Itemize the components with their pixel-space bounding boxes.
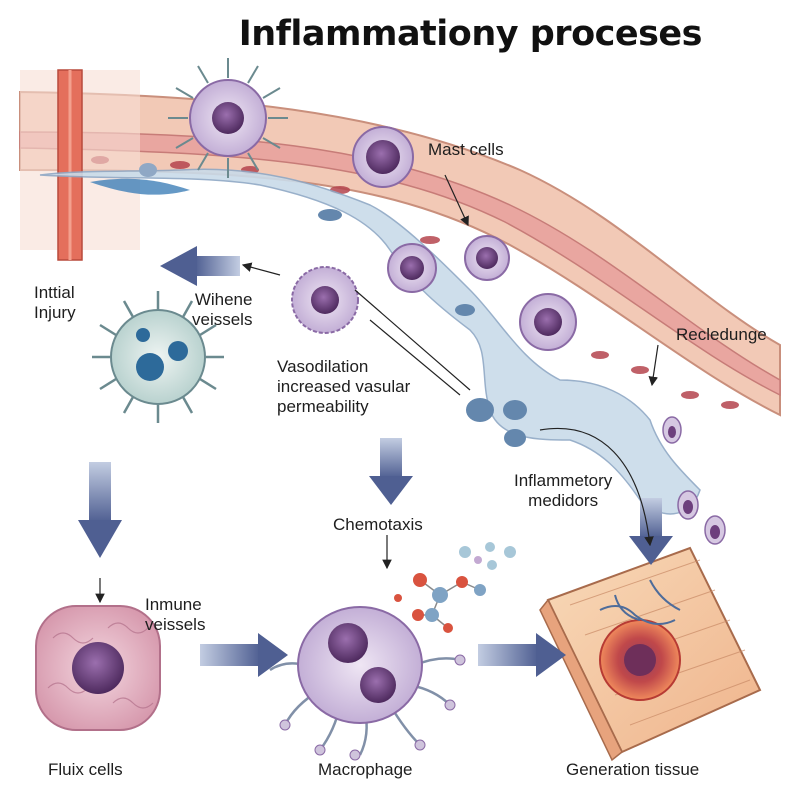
arrow-left-top bbox=[160, 246, 240, 286]
label-generation-tissue: Generation tissue bbox=[566, 760, 700, 779]
mast-cell bbox=[352, 126, 414, 188]
label-wihene-veissels: Wihene veissels bbox=[192, 290, 253, 329]
arrow-right-1 bbox=[200, 633, 288, 677]
label-recledunge: Recledunge bbox=[676, 325, 767, 344]
neutrophil-cell bbox=[92, 291, 224, 423]
label-inflammetory-medidors: Inflammetory medidors bbox=[514, 471, 613, 510]
pointer-lines bbox=[95, 174, 659, 604]
label-vasodilation: Vasodilation increased vasular permeabil… bbox=[277, 357, 411, 416]
fluid-leak bbox=[39, 163, 726, 545]
flow-arrows bbox=[78, 246, 673, 677]
spiky-mast-cell bbox=[168, 58, 288, 178]
page-title: Inflammationy proceses bbox=[238, 14, 703, 54]
macrophage-cell bbox=[269, 606, 466, 761]
label-macrophage: Macrophage bbox=[318, 760, 413, 779]
arrow-down-right bbox=[629, 498, 673, 565]
vessel-cells bbox=[387, 235, 577, 351]
fluix-cell bbox=[35, 605, 161, 731]
label-initial-injury: Inttial Injury bbox=[34, 283, 76, 322]
chemotactic-molecules bbox=[394, 542, 516, 633]
arrow-right-2 bbox=[478, 633, 566, 677]
label-fluix-cells: Fluix cells bbox=[48, 760, 123, 779]
arrow-down-center bbox=[369, 438, 413, 505]
label-chemotaxis: Chemotaxis bbox=[333, 515, 423, 534]
arrow-down-left bbox=[78, 462, 122, 558]
leukocyte-cell bbox=[291, 266, 359, 334]
injury-site bbox=[20, 69, 140, 261]
tissue-block bbox=[539, 546, 762, 762]
label-inmune-veissels: Inmune veissels bbox=[145, 595, 206, 634]
label-mast-cells: Mast cells bbox=[428, 140, 504, 159]
